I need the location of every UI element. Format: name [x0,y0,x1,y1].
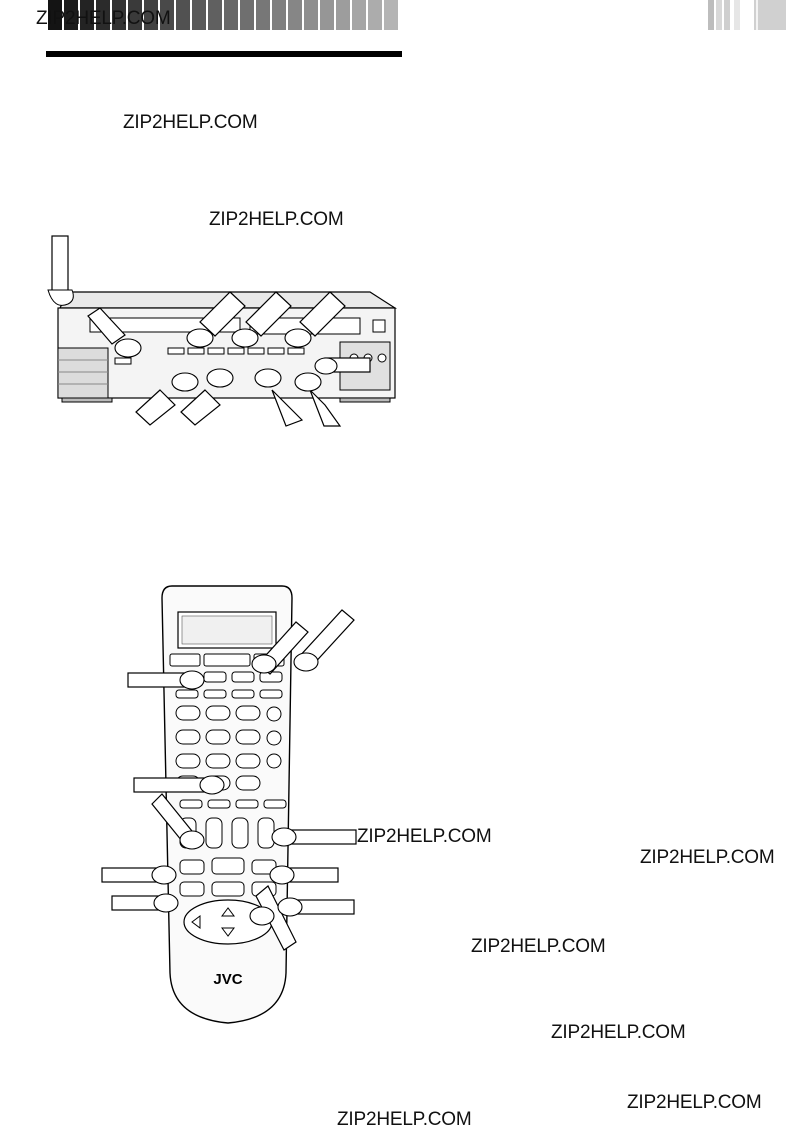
header-watermark: ZIP2HELP.COM [36,8,171,29]
header-stripe [352,0,366,30]
header-stripe [112,0,126,30]
header-stripe [256,0,270,30]
watermark: ZIP2HELP.COM [337,1109,472,1130]
watermark: ZIP2HELP.COM [123,112,258,133]
remote-control-illustration: JVC [101,585,357,1024]
header-stripe [272,0,286,30]
header-stripe-bar [48,0,400,30]
header-stripe [384,0,398,30]
header-stripe [224,0,238,30]
header-stripe [240,0,254,30]
header-stripe [160,0,174,30]
remote-brand-logo: JVC [213,971,242,988]
vcr-front-panel-illustration [47,235,398,427]
watermark: ZIP2HELP.COM [627,1092,762,1113]
watermark: ZIP2HELP.COM [357,826,492,847]
header-stripe [128,0,142,30]
header-stripe [288,0,302,30]
corner-tabs [708,0,786,30]
section-rule [46,51,402,57]
watermark: ZIP2HELP.COM [209,209,344,230]
header-stripe [336,0,350,30]
header-stripe [320,0,334,30]
header-stripe [304,0,318,30]
header-stripe [192,0,206,30]
watermark: ZIP2HELP.COM [471,936,606,957]
header-stripe [64,0,78,30]
header-stripe [144,0,158,30]
header-stripe [176,0,190,30]
header-stripe [96,0,110,30]
header-stripe [80,0,94,30]
header-stripe [368,0,382,30]
header-stripe [48,0,62,30]
header-stripe [208,0,222,30]
watermark: ZIP2HELP.COM [640,847,775,868]
watermark: ZIP2HELP.COM [551,1022,686,1043]
